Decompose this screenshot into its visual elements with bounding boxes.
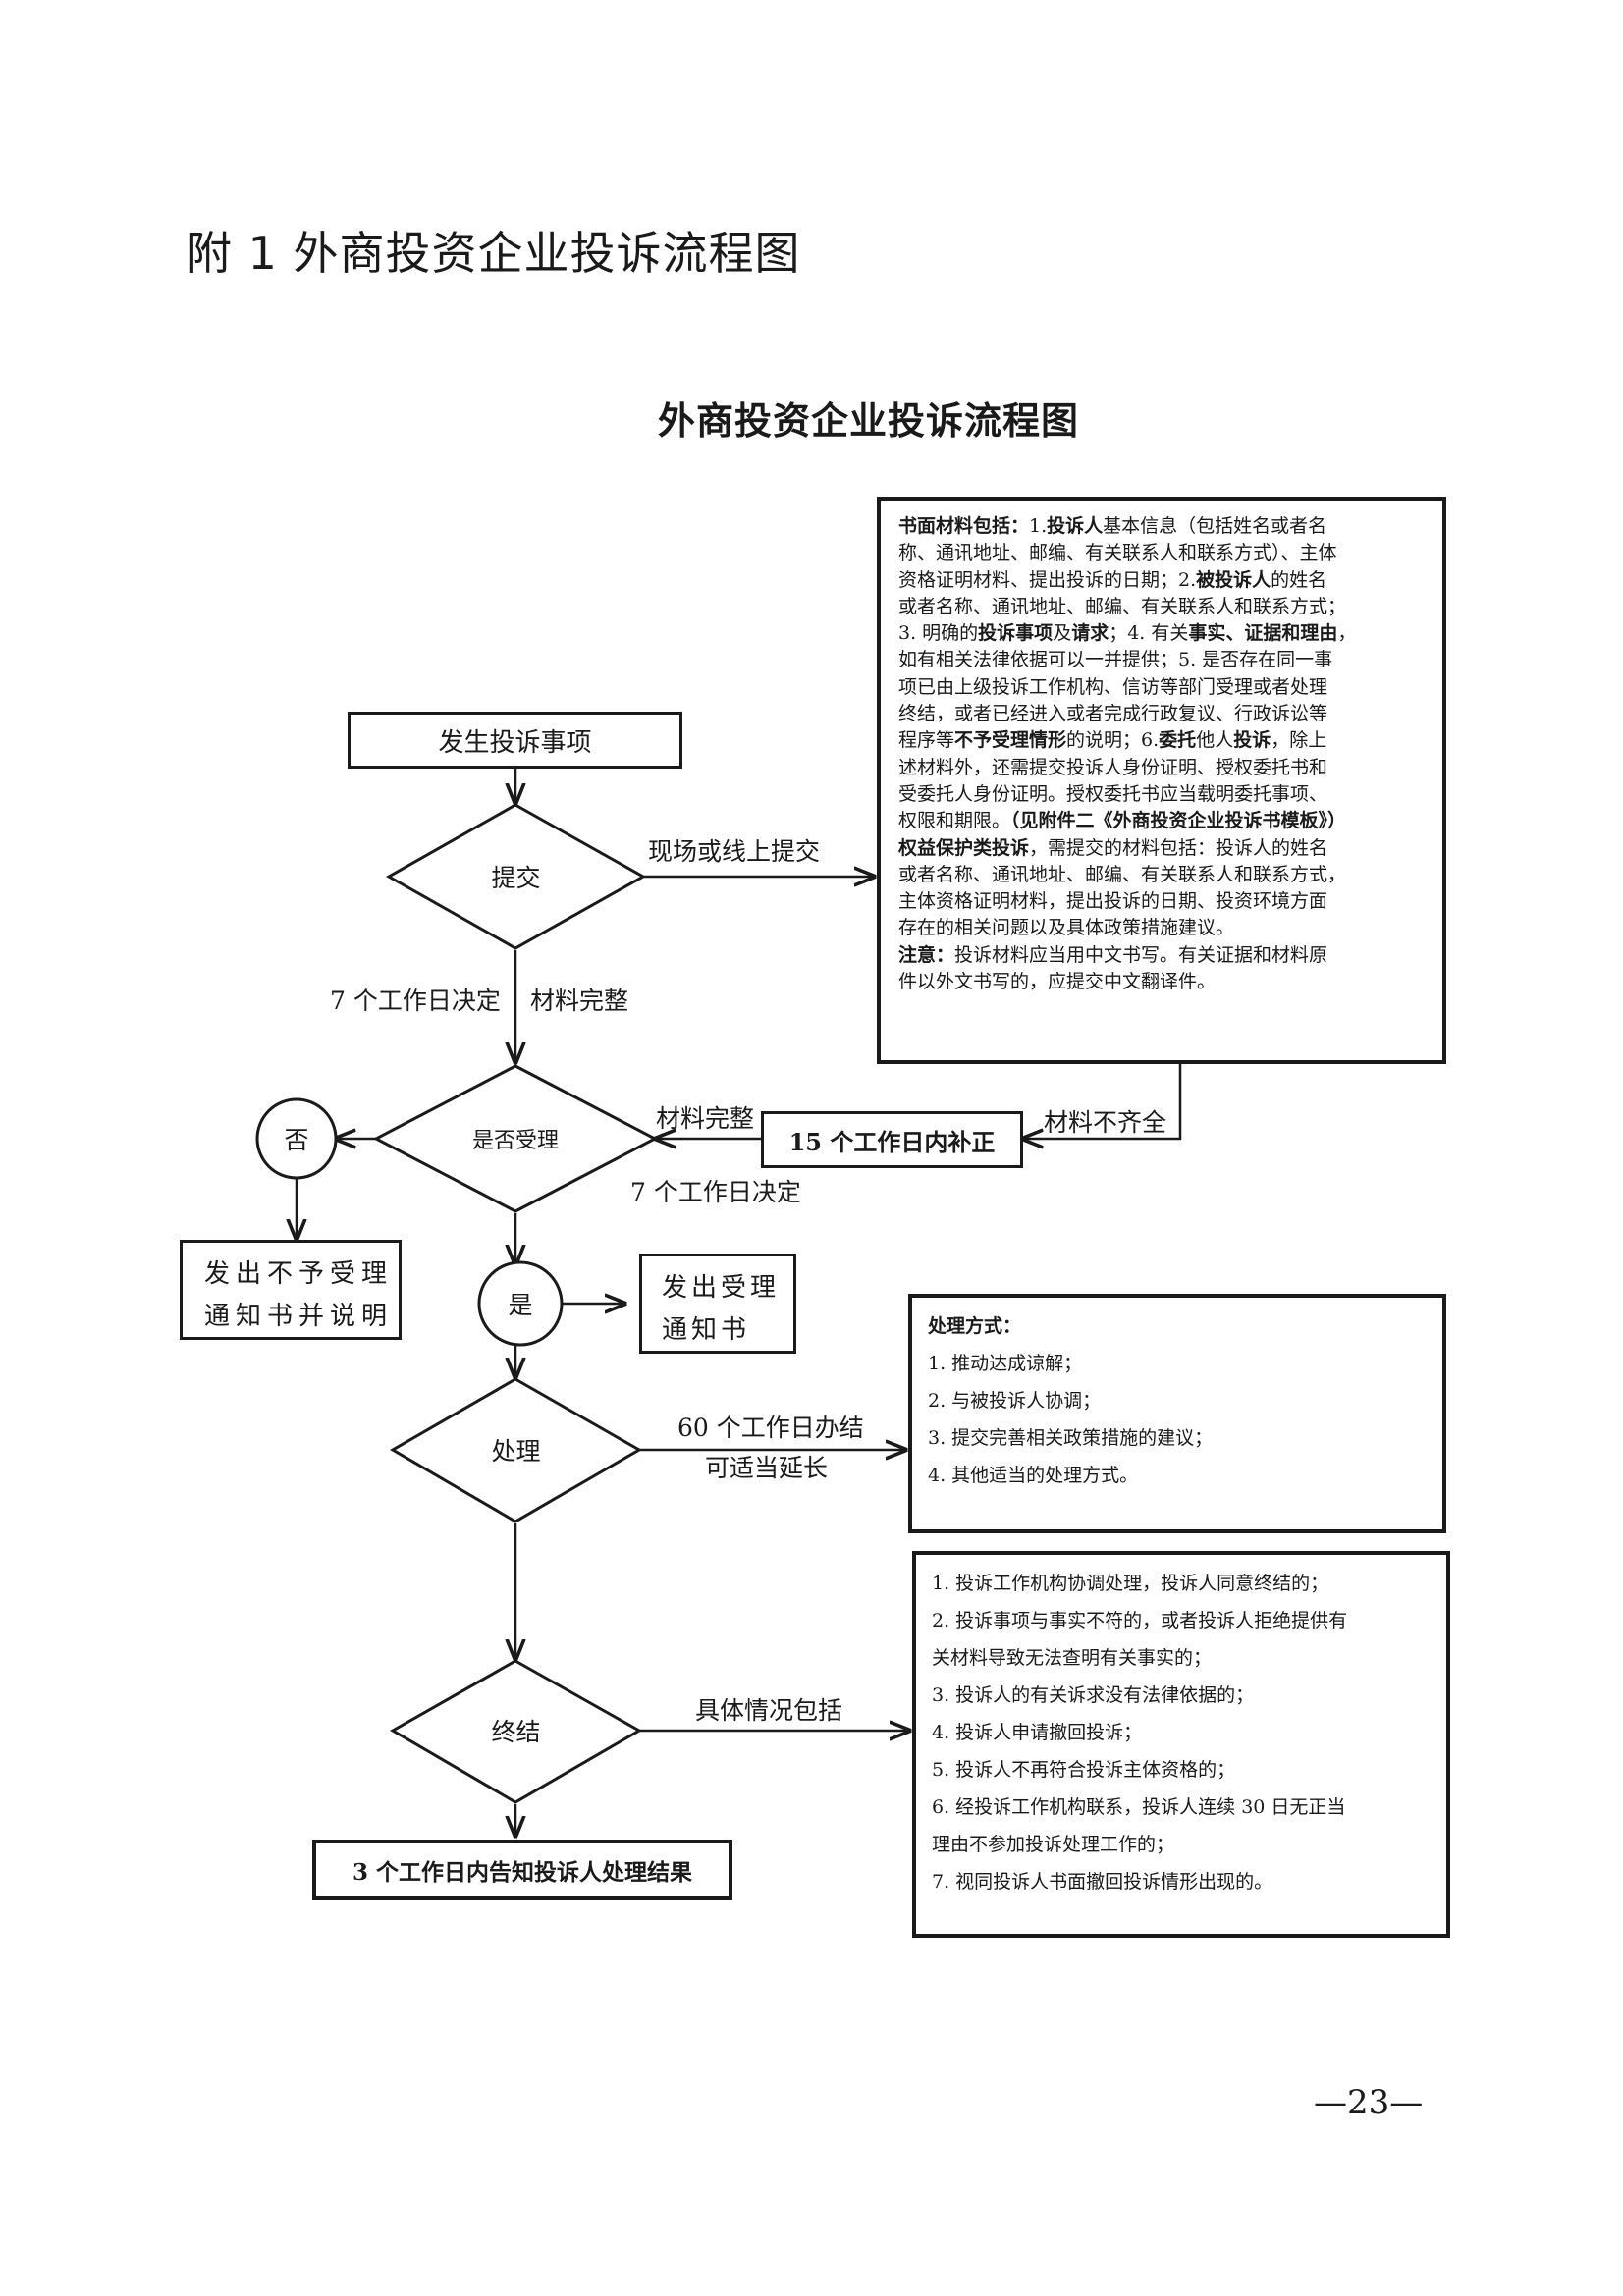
note-line: 主体资格证明材料，提出投诉的日期、投资环境方面 <box>898 890 1328 913</box>
handling-method-item: 2. 与被投诉人协调； <box>928 1390 1102 1412</box>
note-bold: 请求 <box>1071 622 1109 645</box>
note-text: 3. 明确的 <box>898 622 979 645</box>
supplement-label: 15 个工作日内补正 <box>788 1127 996 1156</box>
page-number: —23— <box>1314 2083 1424 2122</box>
conclusion-case-item: 6. 经投诉工作机构联系，投诉人连续 30 日无正当 <box>932 1796 1346 1818</box>
note-text: 资格证明材料、提出投诉的日期；2. <box>898 568 1197 591</box>
reject-notice-line2: 通知书并说明 <box>204 1302 394 1331</box>
note-bold: 权益保护类投诉 <box>898 836 1030 859</box>
note-bold: 投诉人 <box>1047 515 1104 537</box>
note-line: 受委托人身份证明。授权委托书应当载明委托事项、 <box>898 782 1328 805</box>
note-text: 1. <box>1029 515 1048 537</box>
reject-notice-line1: 发出不予受理 <box>204 1259 394 1289</box>
note-line: 终结，或者已经进入或者完成行政复议、行政诉讼等 <box>898 703 1328 725</box>
edge-label-sixty-days: 60 个工作日办结 <box>677 1414 864 1442</box>
note-line: 或者名称、通讯地址、邮编、有关联系人和联系方式， <box>898 863 1347 885</box>
result-node: 3 个工作日内告知投诉人处理结果 <box>312 1840 732 1900</box>
edge-label-seven-days-2: 7 个工作日决定 <box>630 1178 801 1206</box>
conclusion-case-item: 2. 投诉事项与事实不符的，或者投诉人拒绝提供有 <box>932 1610 1348 1631</box>
conclusion-case-item: 3. 投诉人的有关诉求没有法律依据的； <box>932 1684 1255 1706</box>
conclusion-case-item: 4. 投诉人申请撤回投诉； <box>932 1722 1143 1743</box>
start-node: 发生投诉事项 <box>348 712 682 769</box>
note-text: ，除上 <box>1271 729 1327 752</box>
submit-diamond <box>385 803 647 950</box>
note-text: ；4. 有关 <box>1109 622 1189 645</box>
note-bold: 事实、证据和理由 <box>1188 622 1338 645</box>
note-line: 存在的相关问题以及具体政策措施建议。 <box>898 917 1235 939</box>
edge-label-seven-days-1: 7 个工作日决定 <box>330 987 501 1015</box>
note-text: ， <box>1337 622 1357 645</box>
no-label: 否 <box>284 1126 309 1154</box>
flowchart-title: 外商投资企业投诉流程图 <box>658 400 1080 443</box>
handling-method-item: 3. 提交完善相关政策措施的建议； <box>928 1427 1214 1449</box>
note-text: 的姓名 <box>1271 568 1327 591</box>
yes-label: 是 <box>508 1291 533 1319</box>
edge-label-complete-2: 材料完整 <box>656 1104 755 1133</box>
note-bold: 投诉 <box>1233 729 1271 752</box>
reject-notice-node: 发出不予受理 通知书并说明 <box>180 1240 402 1340</box>
accept-notice-line2: 通知书 <box>662 1315 751 1345</box>
note-text: 程序等 <box>898 729 955 752</box>
note-bold: 投诉事项 <box>978 622 1054 645</box>
note-text: 权限和期限。 <box>898 810 1011 832</box>
note-text: ，需提交的材料包括：投诉人的姓名 <box>1029 836 1328 859</box>
note-bold: 注意： <box>898 943 955 966</box>
no-circle <box>255 1097 338 1180</box>
note-text: 投诉材料应当用中文书写。有关证据和材料原 <box>954 943 1328 966</box>
note-bold: 不予受理情形 <box>954 729 1067 752</box>
conclusion-case-item: 5. 投诉人不再符合投诉主体资格的； <box>932 1759 1236 1781</box>
note-text: 他人 <box>1196 729 1234 752</box>
start-label: 发生投诉事项 <box>438 727 592 758</box>
conclude-diamond <box>389 1659 643 1804</box>
handle-diamond <box>390 1377 643 1523</box>
handling-method-item: 1. 推动达成谅解； <box>928 1353 1083 1374</box>
note-bold: （见附件二《外商投资企业投诉书模板》） <box>1010 810 1347 832</box>
note-bold: 委托 <box>1159 729 1197 752</box>
supplement-node: 15 个工作日内补正 <box>761 1111 1023 1168</box>
handling-methods-box: 处理方式： 1. 推动达成谅解； 2. 与被投诉人协调； 3. 提交完善相关政策… <box>908 1294 1446 1533</box>
note-text: 基本信息（包括姓名或者名 <box>1103 515 1327 537</box>
handle-label: 处理 <box>491 1437 541 1466</box>
conclusion-case-item: 1. 投诉工作机构协调处理，投诉人同意终结的； <box>932 1573 1329 1594</box>
document-heading: 附 1 外商投资企业投诉流程图 <box>187 227 801 280</box>
edge-label-extendable: 可适当延长 <box>705 1454 829 1482</box>
note-line: 称、通讯地址、邮编、有关联系人和联系方式）、主体 <box>898 542 1337 564</box>
edge-label-specifics: 具体情况包括 <box>695 1696 843 1725</box>
edge-note-supplement <box>1023 1063 1182 1139</box>
handling-methods-title: 处理方式： <box>928 1315 1022 1337</box>
conclusion-case-item: 理由不参加投诉处理工作的； <box>932 1834 1175 1855</box>
conclusion-cases-box: 1. 投诉工作机构协调处理，投诉人同意终结的； 2. 投诉事项与事实不符的，或者… <box>912 1551 1450 1938</box>
edge-label-onsite-online: 现场或线上提交 <box>648 837 821 866</box>
note-line: 项已由上级投诉工作机构、信访等部门受理或者处理 <box>898 675 1328 698</box>
edge-label-complete-1: 材料完整 <box>530 987 629 1015</box>
note-line: 如有相关法律依据可以一并提供；5. 是否存在同一事 <box>898 649 1333 671</box>
conclude-label: 终结 <box>491 1718 541 1746</box>
note-text: 及 <box>1053 622 1072 645</box>
edge-label-incomplete: 材料不齐全 <box>1044 1108 1167 1137</box>
note-bold: 书面材料包括： <box>898 515 1030 537</box>
note-line: 件以外文书写的，应提交中文翻译件。 <box>898 971 1217 993</box>
note-text: 的说明；6. <box>1066 729 1160 752</box>
yes-circle <box>477 1260 564 1347</box>
accept-notice-line1: 发出受理 <box>662 1273 781 1303</box>
accept-notice-node: 发出受理 通知书 <box>639 1254 796 1354</box>
result-label: 3 个工作日内告知投诉人处理结果 <box>352 1859 692 1886</box>
materials-note: 书面材料包括：1.投诉人基本信息（包括姓名或者名 称、通讯地址、邮编、有关联系人… <box>877 497 1446 1064</box>
note-line: 述材料外，还需提交投诉人身份证明、授权委托书和 <box>898 756 1328 778</box>
note-line: 或者名称、通讯地址、邮编、有关联系人和联系方式； <box>898 595 1347 617</box>
accept-check-label: 是否受理 <box>471 1129 559 1153</box>
accept-check-diamond <box>372 1064 659 1213</box>
submit-label: 提交 <box>491 864 541 892</box>
conclusion-case-item: 关材料导致无法查明有关事实的； <box>932 1647 1213 1669</box>
conclusion-case-item: 7. 视同投诉人书面撤回投诉情形出现的。 <box>932 1871 1273 1893</box>
note-bold: 被投诉人 <box>1196 568 1271 591</box>
handling-method-item: 4. 其他适当的处理方式。 <box>928 1465 1139 1486</box>
